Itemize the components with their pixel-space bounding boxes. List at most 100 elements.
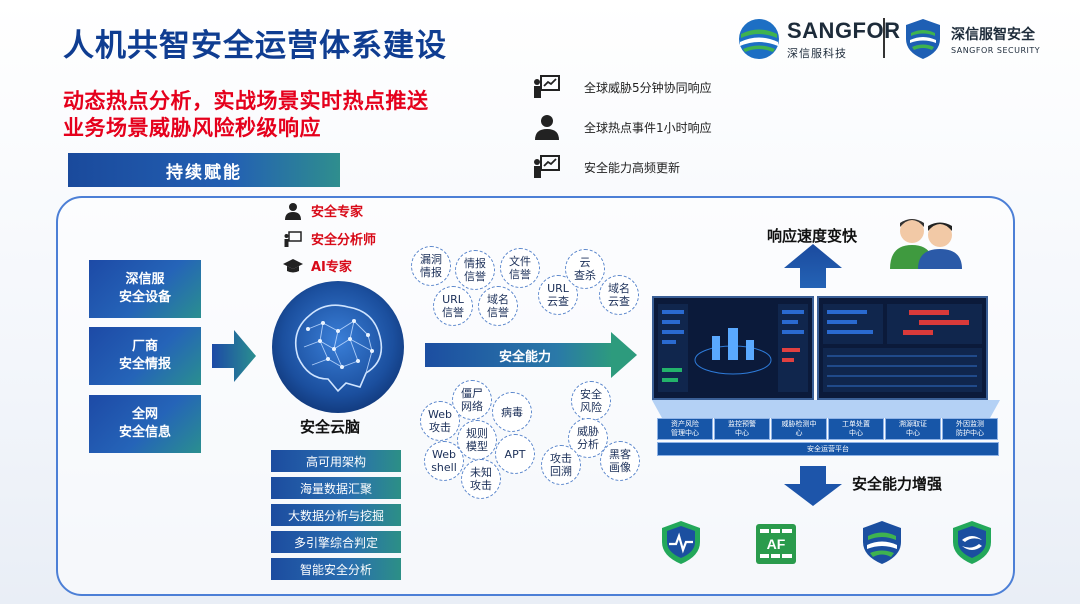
bubble-text: 云查 — [547, 295, 569, 308]
dashboard-screen-left — [652, 296, 814, 400]
bubble-text: Web — [432, 448, 456, 461]
bubble-text: 攻击 — [550, 452, 572, 465]
security-brain-icon — [272, 281, 404, 413]
arrow-right-icon — [212, 330, 256, 382]
capability-arrow-bar — [425, 343, 613, 367]
swirl-shield-icon — [953, 521, 991, 564]
brain-label: 安全云脑 — [300, 418, 361, 436]
module-text: 工单处置 — [842, 420, 870, 428]
source-box: 厂商 安全情报 — [89, 327, 201, 385]
capability-bubble: 域名云查 — [599, 275, 639, 315]
module-text: 威胁检测中 — [781, 420, 817, 428]
capability-bubble: 情报信誉 — [455, 250, 495, 290]
capability-bubble: 安全风险 — [571, 381, 611, 421]
dashboard-graphic — [823, 304, 982, 392]
analyst-board-icon — [534, 75, 560, 98]
capability-label: 安全能力 — [498, 349, 551, 365]
module-text: 中心 — [849, 429, 863, 437]
empowerment-banner: 持续赋能 — [68, 153, 340, 187]
security-logo-text: 深信服智安全 — [951, 26, 1035, 43]
bubble-text: URL — [547, 282, 569, 295]
security-shield-icon — [906, 19, 940, 59]
module-text: 心 — [795, 429, 803, 437]
source-box-line: 厂商 — [131, 339, 158, 354]
graduation-cap-icon — [283, 258, 303, 272]
bubble-text: 攻击 — [429, 421, 451, 434]
platform-module: 外因监测防护中心 — [942, 418, 998, 440]
af-product-icon: AF — [754, 522, 798, 566]
expert-label: AI专家 — [311, 260, 352, 275]
sangfor-logo-subtext: 深信服科技 — [787, 46, 847, 60]
bubble-text: 信誉 — [464, 270, 486, 283]
platform-module: 监控预警中心 — [714, 418, 770, 440]
dashboard-graphic — [658, 304, 808, 392]
sangfor-logo-text: SANGFOR — [787, 17, 901, 43]
logo-divider — [883, 18, 885, 58]
arrow-up-icon — [784, 244, 842, 288]
module-text: 中心 — [906, 429, 920, 437]
platform-module: 威胁检测中心 — [771, 418, 827, 440]
bubble-text: 情报 — [420, 266, 442, 279]
bubble-text: 未知 — [470, 466, 492, 479]
expert-label: 安全专家 — [311, 205, 364, 220]
bubble-text: 病毒 — [501, 405, 523, 419]
capability-bubble: 规则模型 — [457, 420, 497, 460]
feature-item: 大数据分析与挖掘 — [271, 504, 401, 526]
page-title: 人机共智安全运营体系建设 — [63, 28, 447, 64]
bubble-text: 云查 — [608, 295, 630, 308]
source-box-line: 安全设备 — [118, 290, 171, 305]
source-box-line: 安全信息 — [118, 425, 171, 440]
af-badge-text: AF — [766, 536, 786, 552]
bubble-text: URL — [442, 293, 464, 306]
list-item: 全球威胁5分钟协同响应 — [532, 72, 712, 102]
bubble-text: 安全 — [580, 388, 602, 401]
source-box: 全网 安全信息 — [89, 395, 201, 453]
capability-bubble: APT — [495, 434, 535, 474]
bubble-text: 情报 — [464, 257, 486, 270]
bubble-text: 攻击 — [470, 479, 492, 492]
capability-bubble: 云查杀 — [565, 249, 605, 289]
bubble-text: APT — [504, 447, 526, 461]
expert-item: 安全专家 — [283, 201, 363, 220]
expert-item: 安全分析师 — [283, 229, 376, 248]
feature-item: 高可用架构 — [271, 450, 401, 472]
bubble-text: 回溯 — [550, 465, 572, 478]
bubble-text: shell — [431, 461, 457, 474]
screen-base-glow — [652, 400, 1000, 418]
expert-label: 安全分析师 — [311, 233, 377, 248]
capability-bubble: 域名信誉 — [478, 286, 518, 326]
sangfor-logo: SANGFOR 深信服科技 — [737, 14, 901, 64]
person-icon — [285, 202, 301, 220]
capability-bubble: 黑客画像 — [600, 441, 640, 481]
capability-bubble: 漏洞情报 — [411, 246, 451, 286]
platform-module: 工单处置中心 — [828, 418, 884, 440]
source-box-line: 深信服 — [125, 272, 165, 287]
arrow-down-icon — [784, 466, 842, 506]
bubble-text: 信誉 — [442, 306, 464, 319]
bubble-text: 域名 — [487, 293, 509, 306]
source-box-line: 安全情报 — [118, 357, 171, 372]
platform-module: 溯源取证中心 — [885, 418, 941, 440]
capability-bubble: 病毒 — [492, 392, 532, 432]
bubble-text: 威胁 — [577, 425, 599, 438]
bubble-text: 域名 — [608, 282, 630, 295]
module-text: 资产风险 — [671, 420, 699, 428]
security-shield-icon — [863, 521, 901, 564]
bubble-text: 网络 — [461, 400, 483, 413]
bubble-text: Web — [428, 408, 452, 421]
feature-item: 多引擎综合判定 — [271, 531, 401, 553]
module-text: 中心 — [735, 429, 749, 437]
subtitle-line-2: 业务场景威胁风险秒级响应 — [63, 116, 321, 140]
analyst-board-icon — [284, 230, 302, 247]
security-logo-subtext: SANGFOR SECURITY — [951, 45, 1041, 55]
analyst-board-icon — [534, 155, 560, 178]
firewall-icon — [756, 524, 796, 564]
list-item: 全球热点事件1小时响应 — [532, 112, 712, 142]
capability-enhance-label: 安全能力增强 — [852, 475, 943, 493]
list-item-text: 全球热点事件1小时响应 — [584, 120, 712, 135]
bubble-text: 查杀 — [574, 269, 596, 282]
